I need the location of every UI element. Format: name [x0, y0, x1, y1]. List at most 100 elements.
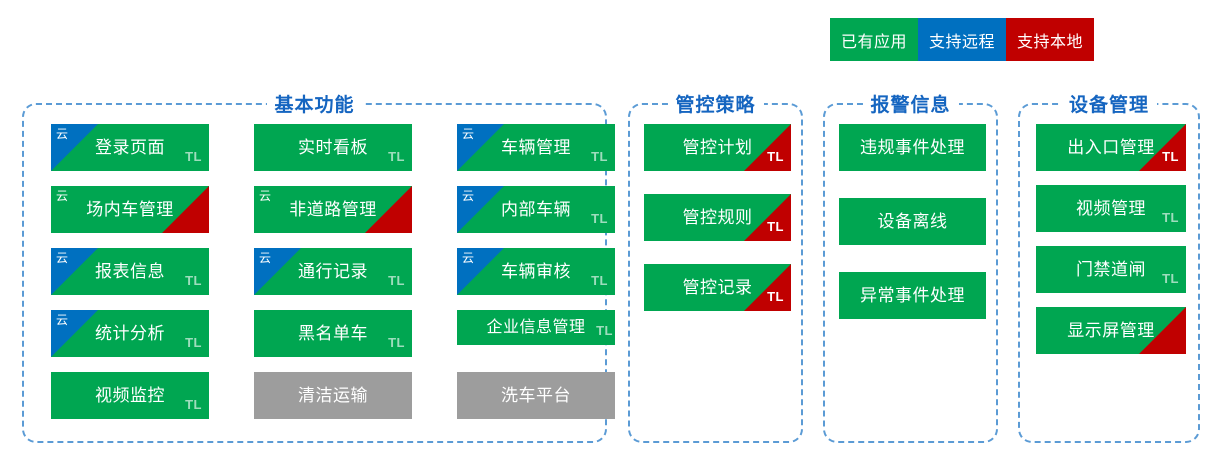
app-card-label: 通行记录: [298, 262, 368, 281]
legend-label: 支持本地: [1016, 33, 1083, 51]
cloud-icon: 云: [56, 189, 69, 203]
tl-badge: TL: [185, 273, 202, 288]
remote-support-corner-icon: [51, 248, 98, 295]
app-card-label: 视频管理: [1076, 199, 1146, 218]
section-title: 报警信息: [862, 90, 959, 117]
card-list-device-management: 出入口管理 TL 视频管理 TL 门禁道闸 TL 显示屏管理: [1036, 124, 1186, 354]
app-card[interactable]: 门禁道闸 TL: [1036, 246, 1186, 293]
app-card[interactable]: 设备离线: [839, 198, 986, 245]
app-card-label: 企业信息管理: [486, 318, 586, 336]
remote-support-corner-icon: [51, 124, 98, 171]
local-support-corner-icon: [744, 264, 791, 311]
tl-badge: TL: [1162, 210, 1179, 225]
card-list-control-policy: 管控计划 TL 管控规则 TL 管控记录 TL: [644, 124, 791, 311]
app-card[interactable]: 企业信息管理 TL: [457, 310, 615, 345]
app-card-label: 管控计划: [682, 138, 753, 157]
section-control-policy: 管控策略 管控计划 TL 管控规则 TL 管控记录 TL: [628, 90, 803, 443]
remote-support-corner-icon: [457, 248, 504, 295]
cloud-icon: 云: [56, 313, 69, 327]
legend-item-supports-local: 支持本地: [1006, 18, 1094, 61]
app-card[interactable]: 清洁运输: [254, 372, 412, 419]
tl-badge: TL: [388, 335, 405, 350]
cloud-icon: 云: [462, 251, 475, 265]
tl-badge: TL: [185, 335, 202, 350]
remote-support-corner-icon: [457, 124, 504, 171]
app-card[interactable]: 实时看板 TL: [254, 124, 412, 171]
app-card[interactable]: 黑名单车 TL: [254, 310, 412, 357]
section-title: 管控策略: [667, 90, 764, 117]
app-card[interactable]: 出入口管理 TL: [1036, 124, 1186, 171]
section-title: 设备管理: [1060, 90, 1158, 117]
app-card[interactable]: 违规事件处理: [839, 124, 986, 171]
tl-badge: TL: [767, 289, 784, 304]
local-support-corner-icon: [162, 186, 209, 233]
section-title: 基本功能: [266, 90, 363, 117]
app-card[interactable]: 视频管理 TL: [1036, 185, 1186, 232]
app-card[interactable]: 云车辆审核 TL: [457, 248, 615, 295]
cloud-icon: 云: [259, 251, 272, 265]
app-card[interactable]: 云登录页面 TL: [51, 124, 209, 171]
app-card-label: 管控规则: [682, 208, 753, 227]
local-support-corner-icon: [1139, 124, 1186, 171]
tl-badge: TL: [185, 149, 202, 164]
tl-badge: TL: [1162, 149, 1179, 164]
remote-support-corner-icon: [457, 186, 504, 233]
tl-badge: TL: [185, 397, 202, 412]
app-card-label: 报表信息: [95, 262, 165, 281]
app-card[interactable]: 显示屏管理: [1036, 307, 1186, 354]
legend-item-existing-app: 已有应用: [830, 18, 918, 61]
app-card-label: 清洁运输: [298, 386, 368, 405]
tl-badge: TL: [388, 149, 405, 164]
app-card[interactable]: 云统计分析 TL: [51, 310, 209, 357]
tl-badge: TL: [591, 273, 608, 288]
section-alarm-info: 报警信息 违规事件处理设备离线异常事件处理: [823, 90, 998, 443]
app-card-label: 非道路管理: [289, 200, 377, 219]
tl-badge: TL: [767, 149, 784, 164]
app-card[interactable]: 云内部车辆 TL: [457, 186, 615, 233]
local-support-corner-icon: [365, 186, 412, 233]
app-card[interactable]: 云报表信息 TL: [51, 248, 209, 295]
tl-badge: TL: [596, 323, 613, 338]
app-card-label: 场内车管理: [86, 200, 174, 219]
app-card-label: 设备离线: [877, 212, 948, 231]
cloud-icon: 云: [56, 127, 69, 141]
app-card-label: 登录页面: [95, 138, 165, 157]
local-support-corner-icon: [744, 194, 791, 241]
app-card[interactable]: 管控规则 TL: [644, 194, 791, 241]
app-card[interactable]: 云非道路管理: [254, 186, 412, 233]
cloud-icon: 云: [56, 251, 69, 265]
app-card-label: 门禁道闸: [1076, 260, 1146, 279]
cloud-icon: 云: [462, 127, 475, 141]
tl-badge: TL: [1162, 271, 1179, 286]
remote-support-corner-icon: [51, 310, 98, 357]
app-card-label: 违规事件处理: [860, 138, 965, 157]
app-card-label: 出入口管理: [1067, 138, 1155, 157]
app-card-label: 车辆管理: [501, 138, 571, 157]
app-card-label: 管控记录: [682, 278, 753, 297]
app-card-label: 车辆审核: [501, 262, 571, 281]
cloud-icon: 云: [259, 189, 272, 203]
app-card[interactable]: 管控计划 TL: [644, 124, 791, 171]
legend-label: 已有应用: [840, 33, 907, 51]
app-card[interactable]: 云场内车管理: [51, 186, 209, 233]
app-card-label: 显示屏管理: [1067, 321, 1155, 340]
app-card[interactable]: 异常事件处理: [839, 272, 986, 319]
app-card[interactable]: 洗车平台: [457, 372, 615, 419]
app-card-label: 黑名单车: [298, 324, 368, 343]
tl-badge: TL: [767, 219, 784, 234]
app-card-label: 统计分析: [95, 324, 165, 343]
app-card-label: 实时看板: [298, 138, 368, 157]
app-card[interactable]: 云通行记录 TL: [254, 248, 412, 295]
legend: 已有应用 支持远程 支持本地: [830, 18, 1094, 61]
tl-badge: TL: [591, 211, 608, 226]
app-card-label: 内部车辆: [501, 200, 571, 219]
legend-label: 支持远程: [928, 33, 995, 51]
tl-badge: TL: [388, 273, 405, 288]
cloud-icon: 云: [462, 189, 475, 203]
local-support-corner-icon: [1139, 307, 1186, 354]
app-card[interactable]: 管控记录 TL: [644, 264, 791, 311]
remote-support-corner-icon: [254, 248, 301, 295]
